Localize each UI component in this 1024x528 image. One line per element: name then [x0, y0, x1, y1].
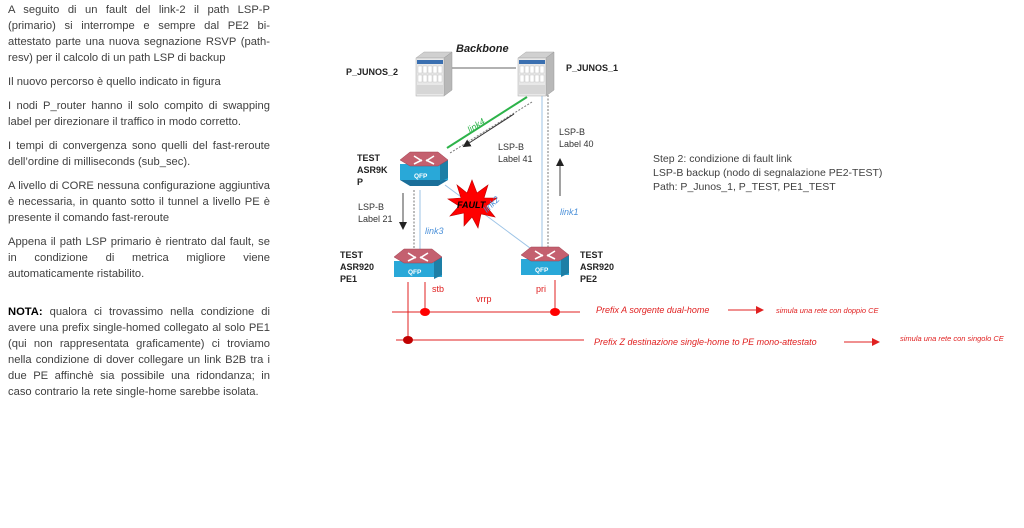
lsp-b-label-41-line1: LSP-B: [498, 142, 524, 152]
lsp-b-arrow-diag: [462, 113, 515, 148]
link3-label: link3: [425, 226, 444, 236]
paragraph-1: A seguito di un fault del link-2 il path…: [8, 4, 270, 64]
qfp-badge: QFP: [414, 173, 428, 180]
prefix-a-note: simula una rete con doppio CE: [776, 306, 880, 315]
test-p-label-2: ASR9K: [357, 165, 388, 175]
lsp-b-label-21-line1: LSP-B: [358, 202, 384, 212]
pe2-router-icon: QFP: [520, 246, 570, 277]
p-junos-2-label: P_JUNOS_2: [346, 67, 398, 77]
link2-line: [444, 184, 531, 249]
nota-paragraph: NOTA: qualora ci trovassimo nella condiz…: [8, 304, 270, 400]
vrrp-label: vrrp: [476, 294, 492, 304]
pe2-label-2: ASR920: [580, 262, 614, 272]
qfp-badge: QFP: [408, 269, 422, 276]
lsp-b-label-41-line2: Label 41: [498, 154, 533, 164]
step-line-1: LSP-B backup (nodo di segnalazione PE2-T…: [653, 167, 883, 179]
nota-text: qualora ci trovassimo nella condizione d…: [8, 306, 270, 398]
stb-label: stb: [432, 284, 444, 294]
stb-junction: [420, 308, 430, 316]
fault-icon: FAULT: [447, 179, 498, 229]
paragraph-6: Appena il path LSP primario è rientrato …: [8, 236, 270, 280]
test-p-label-3: P: [357, 177, 363, 187]
prefix-z-junction: [403, 336, 413, 344]
step-title: Step 2: condizione di fault link: [653, 153, 792, 165]
prefix-z-note: simula una rete con singolo CE: [900, 334, 1005, 343]
paragraph-3: I nodi P_router hanno il solo compito di…: [8, 100, 270, 128]
pe1-router-icon: QFP: [393, 248, 443, 279]
link1-label: link1: [560, 207, 579, 217]
pe1-label-2: ASR920: [340, 262, 374, 272]
paragraph-4: I tempi di convergenza sono quelli del f…: [8, 140, 270, 168]
p-junos-2-router-icon: [415, 51, 453, 97]
test-p-label-1: TEST: [357, 153, 381, 163]
lsp-b-label-21-line2: Label 21: [358, 214, 393, 224]
lsp-b-label-40-line2: Label 40: [559, 139, 594, 149]
lsp-b-label-40-line1: LSP-B: [559, 127, 585, 137]
pri-junction: [550, 308, 560, 316]
step-line-2: Path: P_Junos_1, P_TEST, PE1_TEST: [653, 181, 836, 193]
pe2-label-1: TEST: [580, 250, 604, 260]
paragraph-2: Il nuovo percorso è quello indicato in f…: [8, 76, 221, 88]
description-text: A seguito di un fault del link-2 il path…: [8, 2, 270, 408]
pri-label: pri: [536, 284, 546, 294]
step-description: Step 2: condizione di fault link LSP-B b…: [653, 152, 882, 194]
pe1-label-3: PE1: [340, 274, 357, 284]
qfp-badge: QFP: [535, 267, 549, 274]
pe2-label-3: PE2: [580, 274, 597, 284]
link4-line: [446, 96, 528, 149]
backbone-label: Backbone: [456, 43, 509, 55]
test-p-router-icon: QFP: [399, 151, 449, 186]
fault-label: FAULT: [457, 200, 487, 210]
p-junos-1-router-icon: [517, 51, 555, 97]
pe1-label-1: TEST: [340, 250, 364, 260]
prefix-z-label: Prefix Z destinazione single-home to PE …: [594, 337, 817, 347]
prefix-a-label: Prefix A sorgente dual-home: [596, 305, 709, 315]
paragraph-5: A livello di CORE nessuna configurazione…: [8, 180, 270, 224]
nota-label: NOTA:: [8, 306, 43, 318]
p-junos-1-label: P_JUNOS_1: [566, 63, 618, 73]
